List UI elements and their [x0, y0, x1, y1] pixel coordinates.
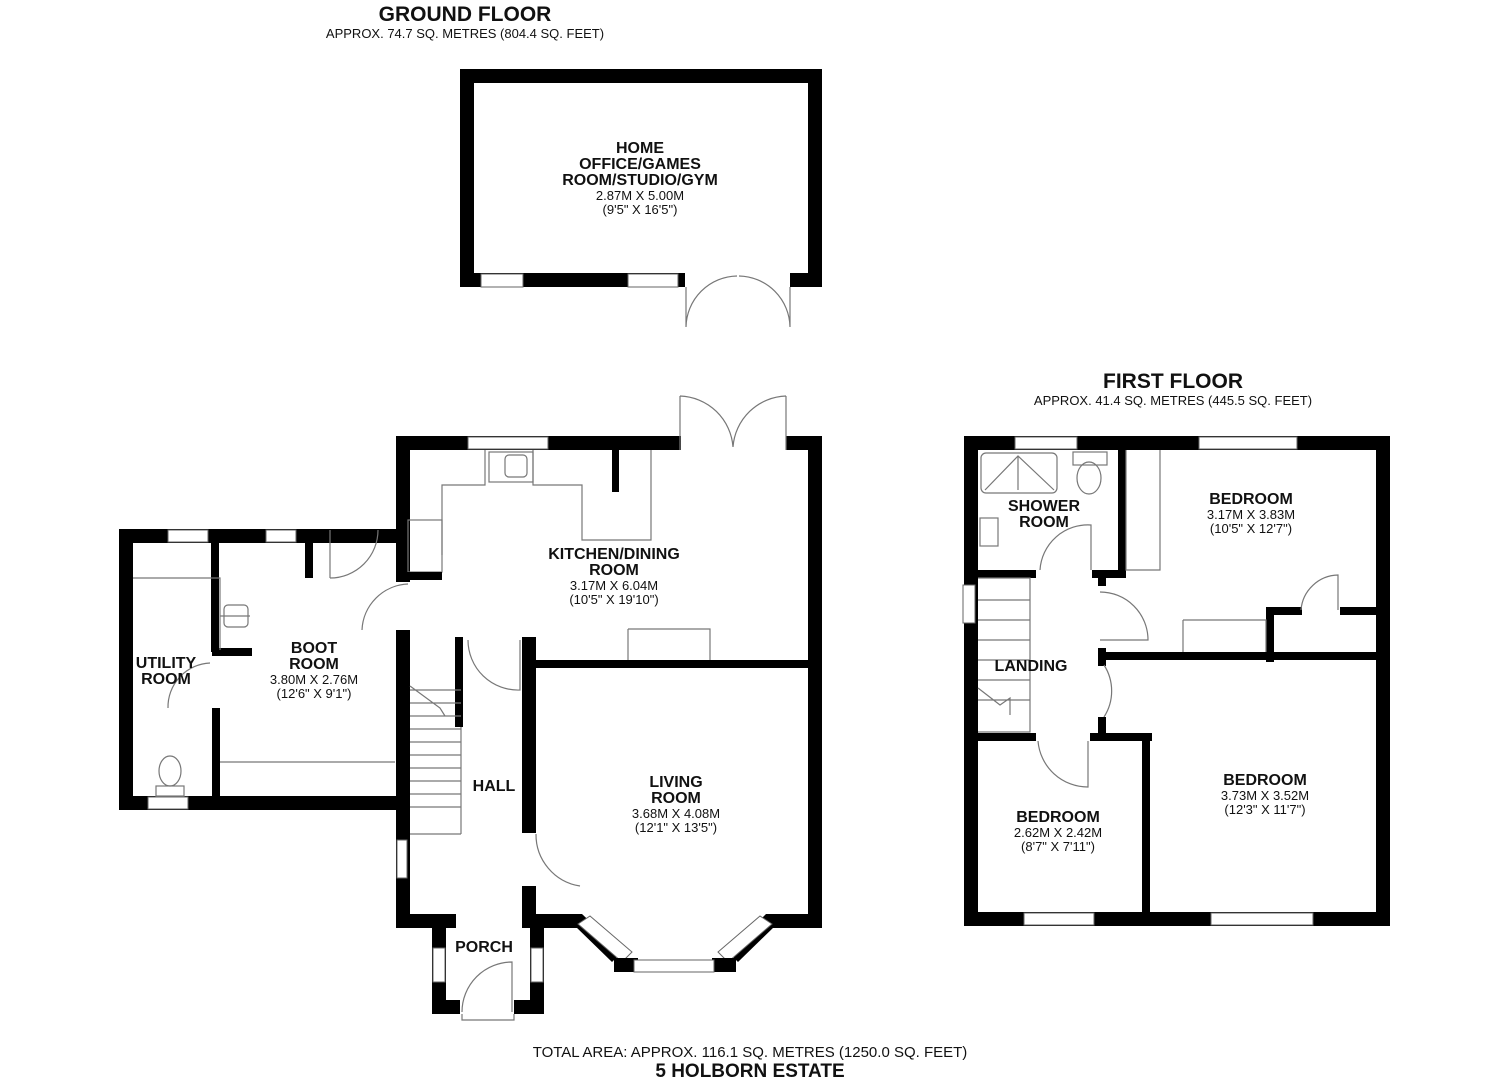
room-label-boot-room: BOOT ROOM 3.80M X 2.76M (12'6" X 9'1"): [269, 640, 359, 701]
first-floor-walls: [962, 436, 1390, 926]
room-label-bedroom-2: BEDROOM 3.73M X 3.52M (12'3" X 11'7"): [1220, 772, 1310, 817]
ground-floor-heading: GROUND FLOOR APPROX. 74.7 SQ. METRES (80…: [300, 3, 630, 42]
ground-floor-walls: [119, 395, 822, 1021]
room-label-utility-room: UTILITY ROOM: [135, 655, 197, 688]
room-label-landing: LANDING: [994, 658, 1068, 675]
outbuilding-walls: [460, 69, 822, 328]
ground-floor-area: APPROX. 74.7 SQ. METRES (804.4 SQ. FEET): [325, 26, 605, 41]
room-label-living-room: LIVING ROOM 3.68M X 4.08M (12'1" X 13'5"…: [631, 774, 721, 835]
footer: TOTAL AREA: APPROX. 116.1 SQ. METRES (12…: [480, 1044, 1020, 1083]
first-floor-heading: FIRST FLOOR APPROX. 41.4 SQ. METRES (445…: [1000, 370, 1346, 409]
room-label-bedroom-1: BEDROOM 3.17M X 3.83M (10'5" X 12'7"): [1206, 491, 1296, 536]
property-name: 5 HOLBORN ESTATE: [655, 1061, 845, 1082]
first-floor-title: FIRST FLOOR: [1103, 370, 1243, 393]
room-label-shower-room: SHOWER ROOM: [1008, 498, 1080, 531]
room-label-bedroom-3: BEDROOM 2.62M X 2.42M (8'7" X 7'11"): [1013, 809, 1103, 854]
room-label-home-office: HOME OFFICE/GAMES ROOM/STUDIO/GYM 2.87M …: [562, 140, 718, 217]
total-area: TOTAL AREA: APPROX. 116.1 SQ. METRES (12…: [532, 1044, 968, 1061]
ground-floor-title: GROUND FLOOR: [378, 3, 552, 26]
first-floor-area: APPROX. 41.4 SQ. METRES (445.5 SQ. FEET): [1033, 393, 1313, 408]
room-label-kitchen-dining: KITCHEN/DINING ROOM 3.17M X 6.04M (10'5"…: [548, 546, 680, 607]
room-label-porch: PORCH: [455, 939, 513, 956]
room-label-hall: HALL: [472, 778, 516, 795]
